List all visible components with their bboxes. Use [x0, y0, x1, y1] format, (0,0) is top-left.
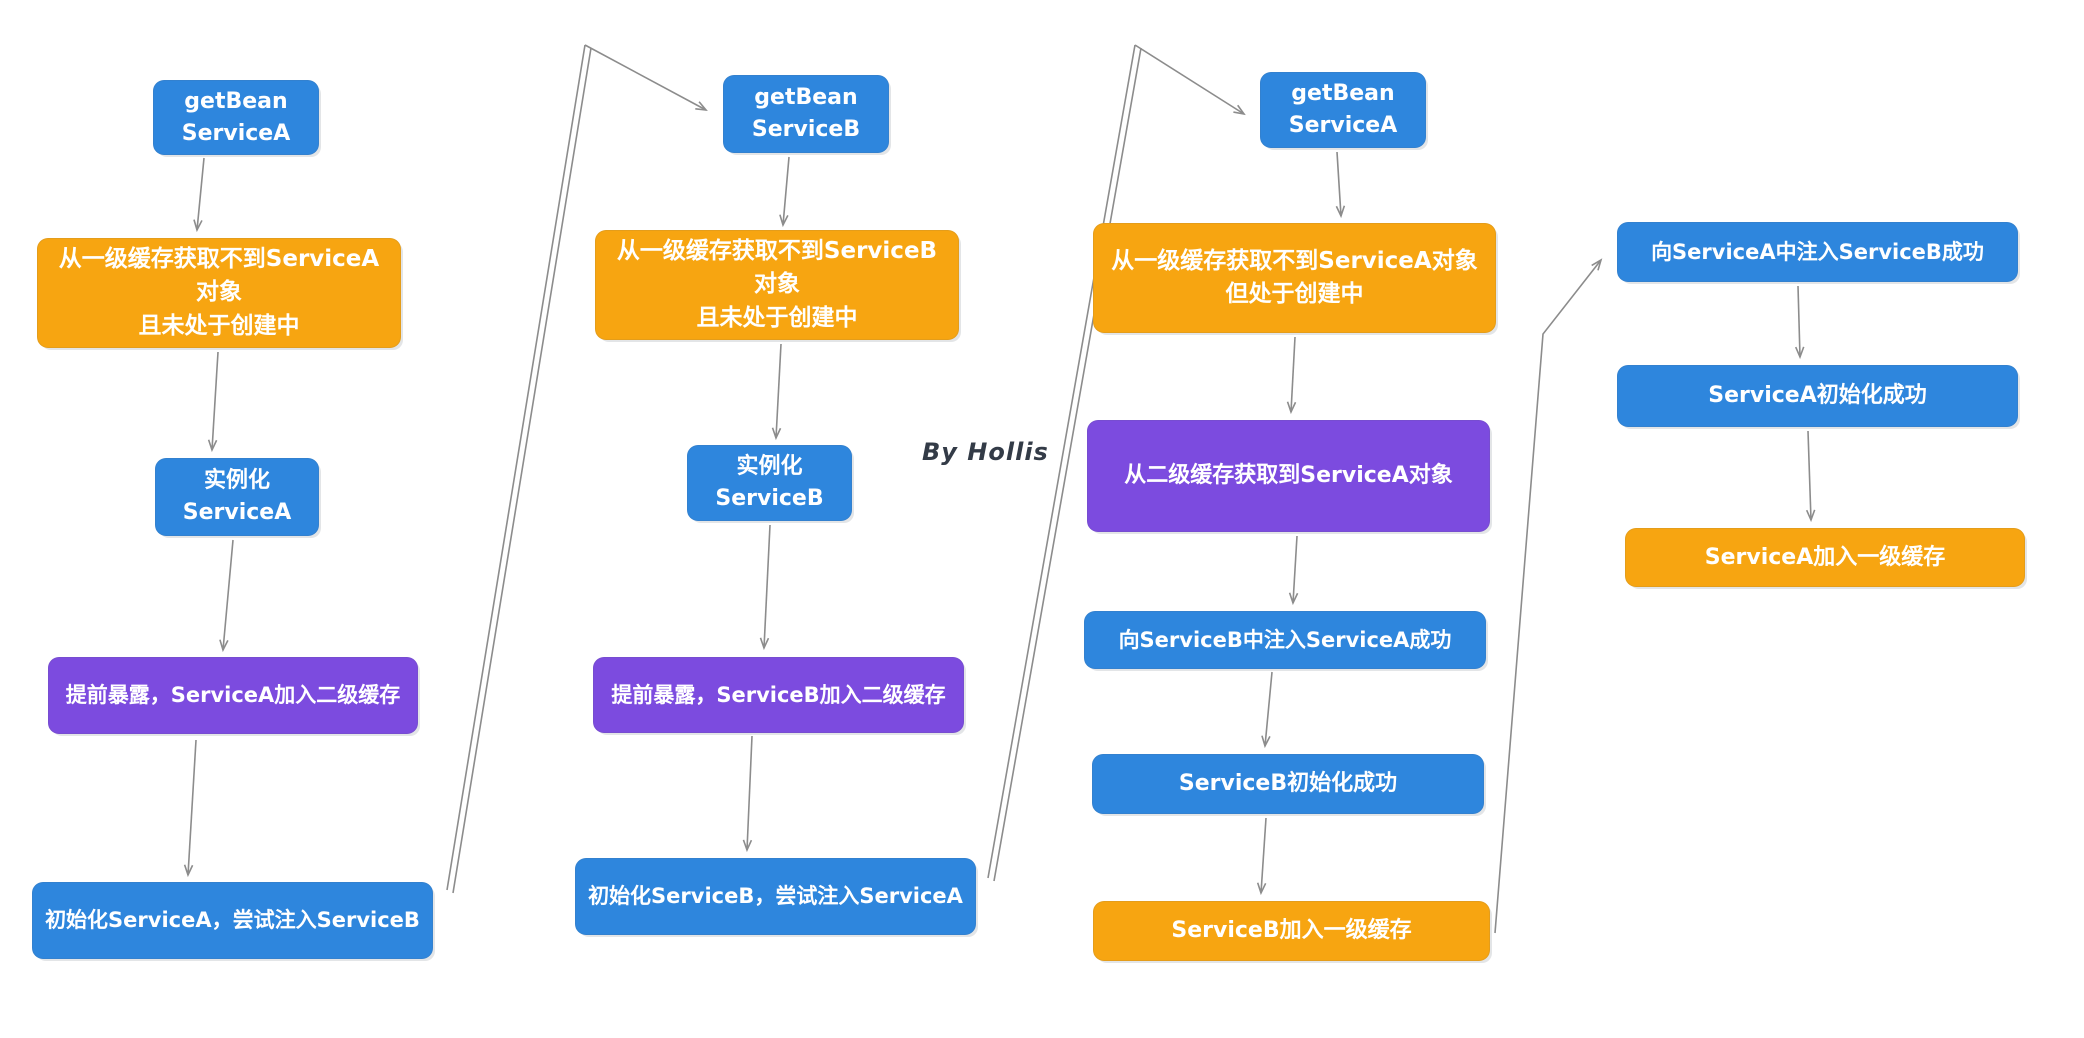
node-flow1-early-expose-l2: 提前暴露，ServiceA加入二级缓存	[48, 657, 418, 734]
node-flow1-init-try-inject-serviceb: 初始化ServiceA，尝试注入ServiceB	[32, 882, 433, 959]
arrow-flow3-l1miss-to-l2hit	[1286, 336, 1297, 415]
node-flow3-getbean-servicea: getBean ServiceA	[1260, 72, 1426, 148]
arrow-flow1-earlyexpose-to-init	[183, 739, 197, 878]
arrow-flow2-earlyexpose-to-init	[742, 735, 753, 853]
arrow-flow1-instantiate-to-earlyexpose	[219, 539, 234, 653]
arrow-flow1-l1miss-to-instantiate	[207, 351, 219, 453]
node-flow4-inject-serviceb-into-servicea: 向ServiceA中注入ServiceB成功	[1617, 222, 2018, 282]
arrow-flow3-inject-to-binit	[1261, 671, 1273, 749]
node-flow1-l1-cache-miss: 从一级缓存获取不到ServiceA对象 且未处于创建中	[37, 238, 401, 348]
node-flow4-servicea-into-l1-cache: ServiceA加入一级缓存	[1625, 528, 2025, 587]
arrow-flow3-binit-to-bl1	[1256, 817, 1267, 896]
author-signature: By Hollis	[922, 438, 1049, 466]
node-flow2-l1-cache-miss: 从一级缓存获取不到ServiceB对象 且未处于创建中	[595, 230, 959, 340]
arrow-flow4-inject-to-ainit	[1794, 285, 1805, 360]
node-flow2-getbean-serviceb: getBean ServiceB	[723, 75, 889, 153]
node-flow3-inject-servicea-into-serviceb: 向ServiceB中注入ServiceA成功	[1084, 611, 1486, 669]
node-flow3-l1-miss-but-creating: 从一级缓存获取不到ServiceA对象 但处于创建中	[1093, 223, 1496, 333]
node-flow3-l2-cache-hit: 从二级缓存获取到ServiceA对象	[1087, 420, 1490, 532]
node-flow1-getbean-servicea: getBean ServiceA	[153, 80, 319, 155]
arrow-flow3-getbean-to-l1miss	[1335, 151, 1346, 219]
connector-flow3-bl1-to-flow4-inject	[1494, 258, 1603, 934]
arrow-flow2-instantiate-to-earlyexpose	[759, 524, 771, 651]
connector-flow1-init-to-flow2-getbean	[446, 44, 708, 894]
node-flow2-early-expose-l2: 提前暴露，ServiceB加入二级缓存	[593, 657, 964, 733]
node-flow2-init-try-inject-servicea: 初始化ServiceB，尝试注入ServiceA	[575, 858, 976, 935]
node-flow3-serviceb-into-l1-cache: ServiceB加入一级缓存	[1093, 901, 1490, 961]
node-flow2-instantiate-serviceb: 实例化ServiceB	[687, 445, 852, 521]
node-flow4-servicea-initialized: ServiceA初始化成功	[1617, 365, 2018, 427]
arrow-flow2-getbean-to-l1miss	[779, 156, 790, 228]
arrow-flow1-getbean-to-l1miss	[193, 157, 205, 233]
arrow-flow2-l1miss-to-instantiate	[771, 343, 782, 441]
arrow-flow3-l2hit-to-inject	[1288, 535, 1299, 606]
arrow-flow4-ainit-to-al1	[1805, 430, 1816, 523]
node-flow3-serviceb-initialized: ServiceB初始化成功	[1092, 754, 1484, 814]
node-flow1-instantiate-servicea: 实例化ServiceA	[155, 458, 319, 536]
